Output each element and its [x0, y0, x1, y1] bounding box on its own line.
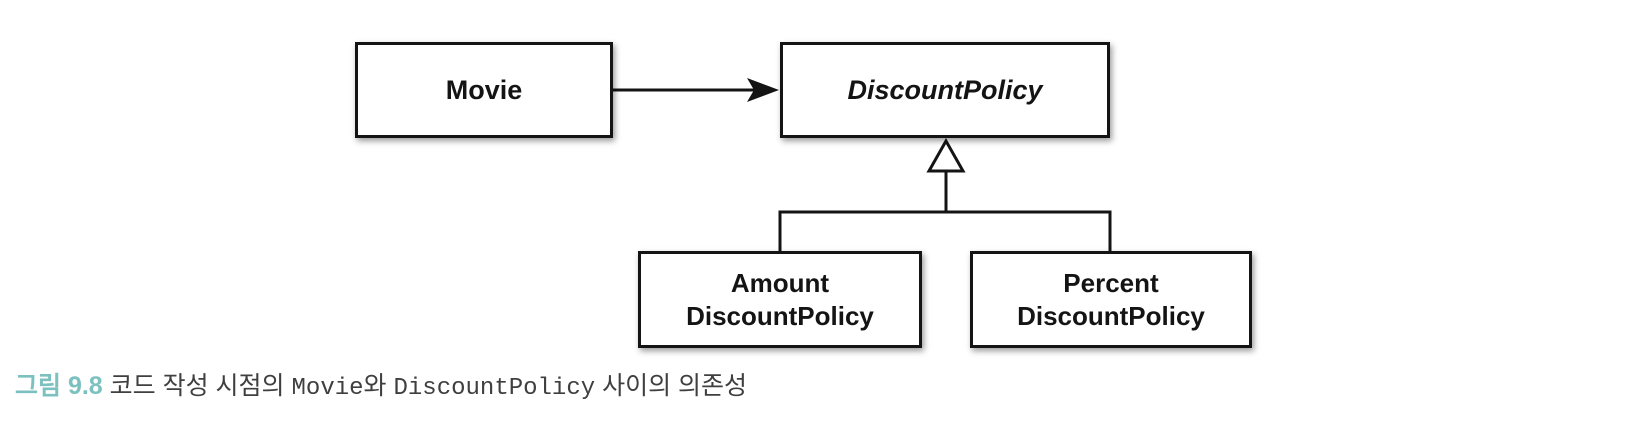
class-label-amount-line1: Amount: [730, 268, 830, 298]
caption-text-3: 사이의 의존성: [602, 372, 748, 400]
class-box-percent-discount-policy: Percent DiscountPolicy: [970, 251, 1252, 348]
class-label-percent-line2: DiscountPolicy: [1017, 300, 1205, 331]
caption-code-movie: Movie: [291, 375, 364, 402]
generalization-triangle-icon: [926, 137, 966, 173]
caption-code-discount-policy: DiscountPolicy: [393, 375, 596, 402]
class-label-amount-line2: DiscountPolicy: [686, 300, 874, 331]
association-arrowhead-icon: [747, 78, 779, 102]
caption-text-2: 와: [363, 372, 387, 400]
figure-caption: 그림 9.8 코드 작성 시점의 Movie와 DiscountPolicy 사…: [15, 370, 747, 404]
class-box-discount-policy: DiscountPolicy: [780, 42, 1110, 138]
caption-text-1: 코드 작성 시점의: [109, 372, 285, 400]
class-label-movie: Movie: [445, 74, 523, 105]
class-box-movie: Movie: [355, 42, 613, 138]
class-label-discount-policy: DiscountPolicy: [847, 74, 1043, 105]
figure-number: 그림 9.8: [15, 372, 103, 400]
class-box-amount-discount-policy: Amount DiscountPolicy: [638, 251, 922, 348]
class-label-percent-line1: Percent: [1063, 268, 1159, 298]
